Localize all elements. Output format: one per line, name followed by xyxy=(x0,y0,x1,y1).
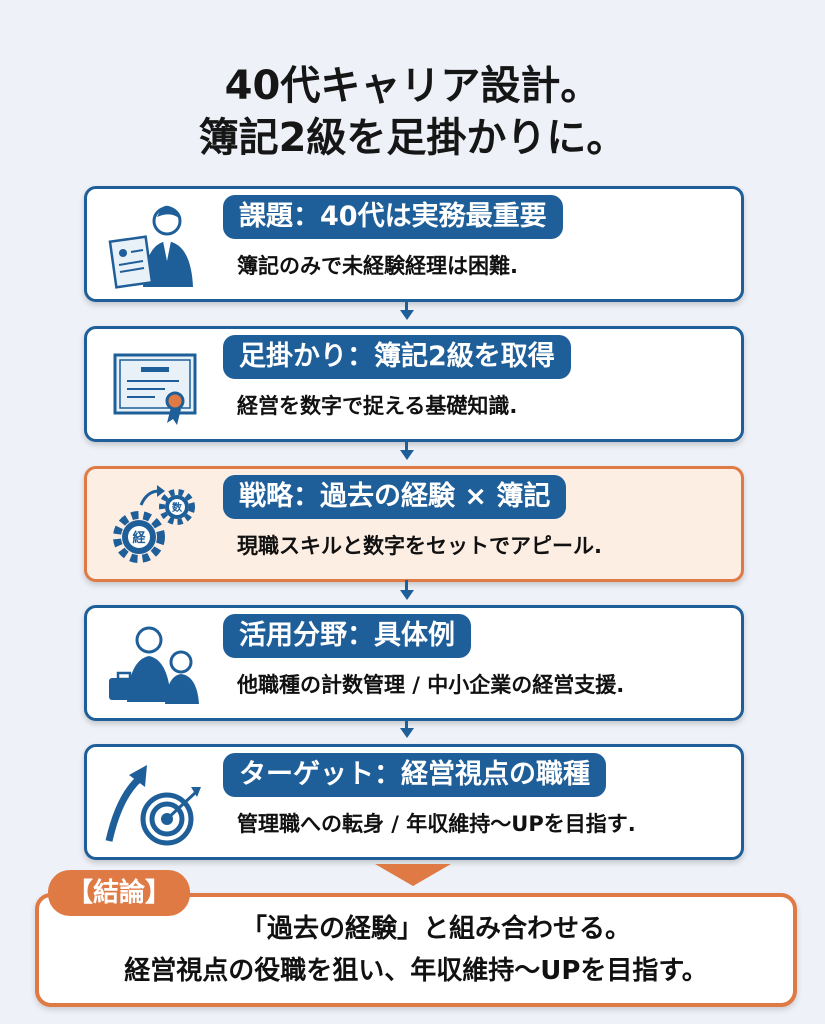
step-card-issue: 課題：40代は実務最重要 簿記のみで未経験経理は困難. xyxy=(84,186,744,302)
certificate-icon xyxy=(113,353,197,425)
step-description: 他職種の計数管理 / 中小企業の経営支援. xyxy=(237,673,625,697)
step-description: 管理職への転身 / 年収維持〜UPを目指す. xyxy=(237,812,636,836)
conclusion-line1: 「過去の経験」と組み合わせる。 xyxy=(240,914,631,944)
conclusion-line2: 経営視点の役職を狙い、年収維持〜UPを目指す。 xyxy=(124,956,708,986)
step-description: 経営を数字で捉える基礎知識. xyxy=(237,394,518,418)
step-label: 戦略：過去の経験 × 簿記 xyxy=(223,475,567,519)
step-card-target: ターゲット：経営視点の職種 管理職への転身 / 年収維持〜UPを目指す. xyxy=(84,744,744,860)
step-label: 活用分野：具体例 xyxy=(223,614,471,658)
step-description: 簿記のみで未経験経理は困難. xyxy=(237,254,518,278)
step-card-applications: 活用分野：具体例 他職種の計数管理 / 中小企業の経営支援. xyxy=(84,605,744,721)
step-label: 足掛かり：簿記2級を取得 xyxy=(223,335,571,379)
gears-icon: 経 数 xyxy=(113,485,195,563)
target-arrow-icon xyxy=(105,765,201,846)
step-card-strategy: 経 数 戦略：過去の経験 × 簿記 現職スキルと数字をセットでアピール. xyxy=(84,466,744,582)
page-title-line1: 40代キャリア設計。 xyxy=(224,63,601,109)
svg-text:数: 数 xyxy=(172,501,183,514)
step-description: 現職スキルと数字をセットでアピール. xyxy=(237,534,602,558)
step-label: ターゲット：経営視点の職種 xyxy=(223,753,606,797)
conclusion-arrow-icon xyxy=(375,864,451,886)
step-label: 課題：40代は実務最重要 xyxy=(223,195,563,239)
page-title-line2: 簿記2級を足掛かりに。 xyxy=(198,115,627,161)
svg-text:経: 経 xyxy=(132,530,146,546)
step-card-foothold: 足掛かり：簿記2級を取得 経営を数字で捉える基礎知識. xyxy=(84,326,744,442)
businessman-resume-icon xyxy=(108,205,193,289)
conclusion-tag: 【結論】 xyxy=(48,870,190,916)
team-briefcase-icon xyxy=(109,626,199,704)
